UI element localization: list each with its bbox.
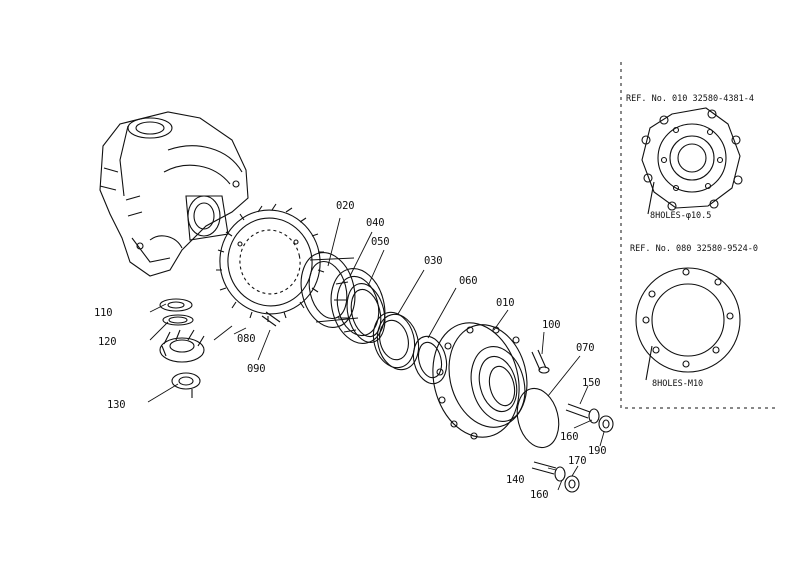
label-100: 100 [542, 319, 561, 331]
part-160-washer-upper [588, 408, 600, 424]
differential-housing [99, 111, 249, 277]
part-120-washer [162, 314, 194, 326]
label-120: 120 [98, 336, 117, 348]
label-080: 080 [237, 333, 256, 345]
label-020: 020 [336, 200, 355, 212]
label-010: 010 [496, 297, 515, 309]
part-100-bolt [531, 349, 550, 374]
label-060: 060 [459, 275, 478, 287]
part-170-nut [564, 475, 580, 493]
part-130-nut [171, 372, 201, 398]
label-040: 040 [366, 217, 385, 229]
part-070-cap [516, 387, 560, 449]
part-140-stud [531, 461, 557, 475]
part-150-stud [565, 403, 591, 419]
label-090: 090 [247, 363, 266, 375]
inset-ref-010: REF. No. 010 32580-4381-4 [626, 94, 754, 104]
side-pinion-gear [159, 329, 205, 363]
label-030: 030 [424, 255, 443, 267]
inset-ref-080: REF. No. 080 32580-9524-0 [630, 244, 758, 254]
leader-lines [147, 217, 605, 491]
part-190-nut [598, 415, 614, 433]
label-070: 070 [576, 342, 595, 354]
part-020-sleeve [300, 252, 359, 328]
label-110: 110 [94, 307, 113, 319]
inset-holes-010: 8HOLES-φ10.5 [650, 211, 712, 221]
reference-inset-frame [620, 62, 775, 409]
label-190: 190 [588, 445, 607, 457]
label-150: 150 [582, 377, 601, 389]
part-050-race [346, 283, 386, 343]
label-160-upper: 160 [560, 431, 579, 443]
label-140: 140 [506, 474, 525, 486]
label-160-lower: 160 [530, 489, 549, 501]
part-060-seal [412, 335, 448, 385]
label-130: 130 [107, 399, 126, 411]
part-010-hub [432, 322, 528, 440]
part-080-ring-gear [216, 203, 325, 322]
label-050: 050 [371, 236, 390, 248]
inset-hub-face [641, 107, 743, 215]
part-030-bearing-cup [372, 311, 420, 371]
inset-holes-080: 8HOLES-M10 [652, 379, 704, 389]
part-160-washer-lower [554, 466, 566, 482]
part-110-washer [159, 298, 193, 312]
label-170: 170 [568, 455, 587, 467]
inset-ring-face [635, 267, 741, 381]
part-090-bolt [261, 311, 281, 327]
